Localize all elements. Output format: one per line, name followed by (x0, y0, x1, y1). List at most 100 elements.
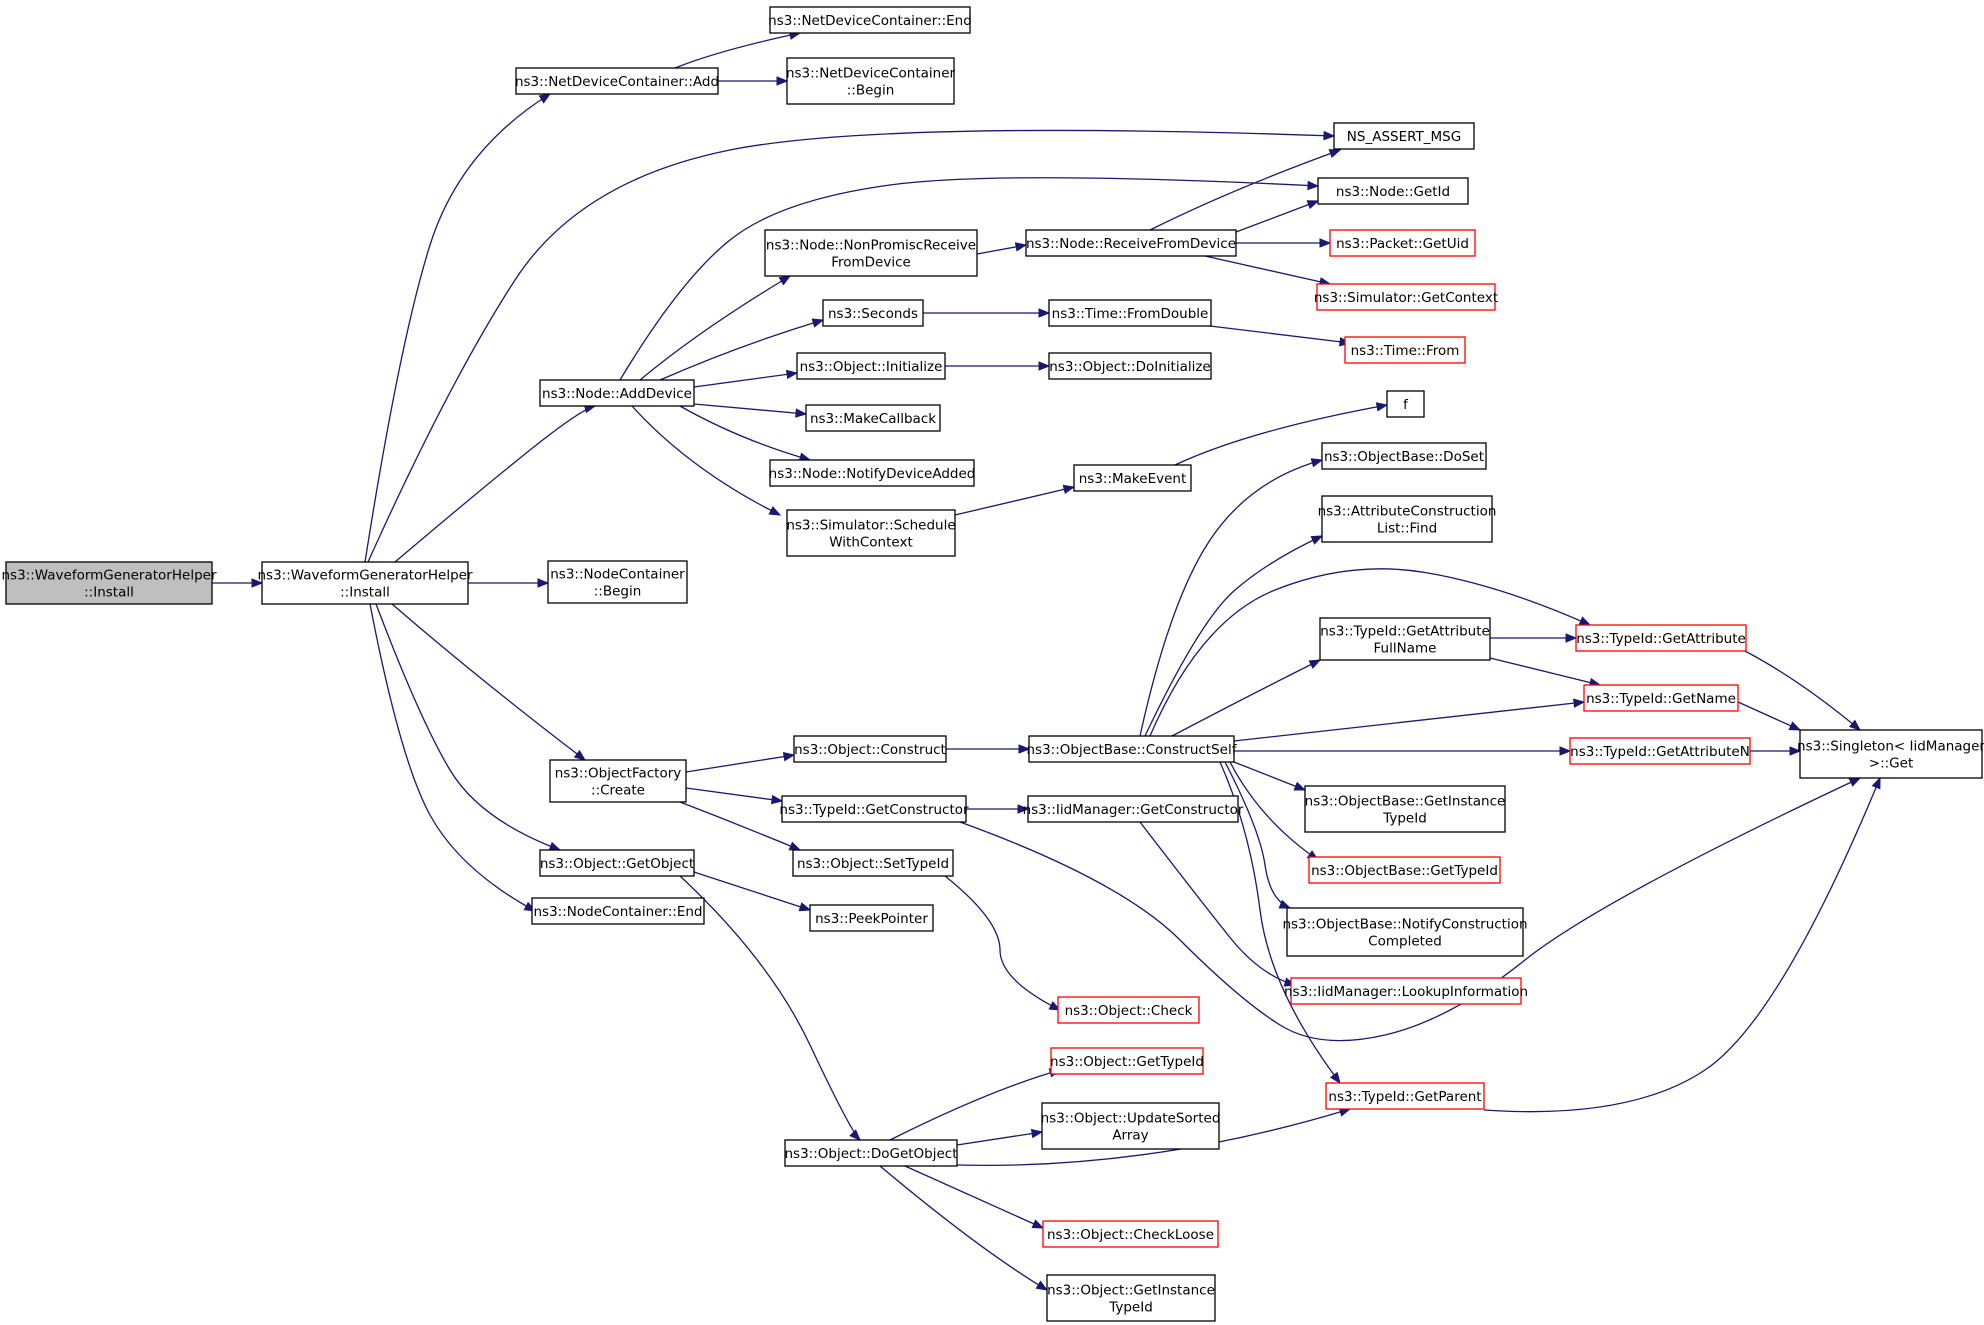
edge-line (693, 871, 811, 911)
function-node[interactable]: ns3::TypeId::GetAttributeN (1569, 737, 1751, 765)
function-node[interactable]: ns3::Packet::GetUid (1329, 229, 1476, 257)
function-node[interactable]: ns3::Object::DoInitialize (1048, 352, 1212, 380)
function-node[interactable]: ns3::Object::Construct (793, 735, 947, 763)
function-node[interactable]: ns3::NetDeviceContainer::Begin (786, 57, 956, 105)
edge-line (367, 129, 1335, 563)
function-node[interactable]: ns3::Node::NotifyDeviceAdded (769, 459, 976, 487)
function-node[interactable]: f (1386, 390, 1425, 418)
function-node[interactable]: ns3::Node::GetId (1317, 177, 1469, 205)
function-node[interactable]: ns3::ObjectBase::GetTypeId (1308, 856, 1501, 884)
node-label: ns3::Object::GetTypeId (1050, 1054, 1204, 1070)
call-edge (1224, 761, 1292, 909)
edge-line (659, 319, 824, 381)
function-node[interactable]: ns3::IidManager::LookupInformation (1284, 977, 1528, 1005)
node-label: ns3::TypeId::GetAttribute (1576, 631, 1746, 647)
node-box (1575, 624, 1747, 652)
node-label: ns3::Simulator::GetContext (1314, 290, 1498, 306)
call-edge (904, 1165, 1045, 1229)
node-label: ns3::NetDeviceContainer (786, 66, 956, 82)
node-label: ns3::Node::GetId (1336, 184, 1450, 200)
function-node[interactable]: ns3::PeekPointer (809, 904, 934, 932)
function-node[interactable]: ns3::ObjectBase::ConstructSelf (1027, 735, 1238, 763)
function-node[interactable]: ns3::Time::From (1344, 336, 1466, 364)
function-node[interactable]: ns3::TypeId::GetParent (1325, 1082, 1485, 1110)
function-node[interactable]: ns3::NodeContainer::Begin (547, 560, 688, 604)
function-node[interactable]: ns3::ObjectBase::DoSet (1321, 442, 1487, 470)
node-box (547, 560, 688, 604)
function-node[interactable]: NS_ASSERT_MSG (1333, 122, 1475, 150)
arrowhead (1038, 308, 1051, 318)
edge-line (1737, 701, 1801, 731)
arrowhead (1014, 242, 1028, 252)
arrowhead (1559, 746, 1572, 756)
node-box (1316, 283, 1496, 311)
node-box (515, 67, 719, 95)
arrowhead (1848, 777, 1862, 787)
call-edge (1149, 149, 1342, 231)
node-box (539, 849, 695, 877)
function-node[interactable]: ns3::Object::GetObject (539, 849, 695, 877)
function-node[interactable]: ns3::WaveformGeneratorHelper::Install (258, 561, 473, 605)
function-node[interactable]: ns3::TypeId::GetName (1583, 684, 1739, 712)
node-label: Completed (1368, 934, 1442, 950)
call-edge (619, 177, 1320, 381)
function-node[interactable]: ns3::NetDeviceContainer::Add (515, 67, 719, 95)
function-node[interactable]: ns3::Node::ReceiveFromDevice (1025, 229, 1237, 257)
function-node[interactable]: ns3::TypeId::GetAttribute (1575, 624, 1747, 652)
function-node[interactable]: ns3::MakeCallback (805, 404, 941, 432)
function-node[interactable]: ns3::Time::FromDouble (1048, 299, 1212, 327)
function-node[interactable]: ns3::Object::GetTypeId (1050, 1047, 1204, 1075)
arrowhead (785, 369, 799, 380)
arrowhead (1328, 149, 1342, 159)
function-node[interactable]: ns3::NetDeviceContainer::End (768, 6, 972, 34)
function-node[interactable]: ns3::Simulator::GetContext (1314, 283, 1498, 311)
edge-line (693, 372, 798, 388)
function-node[interactable]: ns3::MakeEvent (1073, 464, 1192, 492)
function-node[interactable]: ns3::Object::Check (1057, 996, 1200, 1024)
call-edge (1234, 746, 1572, 756)
node-box (1290, 977, 1522, 1005)
node-label: ns3::TypeId::GetAttribute (1320, 624, 1490, 640)
node-label: ns3::Node::NonPromiscReceive (766, 238, 976, 254)
node-box (261, 561, 469, 605)
node-label: ::Install (84, 585, 134, 601)
node-box (1048, 352, 1212, 380)
function-node[interactable]: ns3::Object::CheckLoose (1042, 1220, 1219, 1248)
arrowhead (1329, 1071, 1341, 1085)
node-label: ns3::Node::ReceiveFromDevice (1026, 236, 1236, 252)
function-node[interactable]: ns3::Singleton< IidManager >::Get (1797, 729, 1984, 779)
call-edge (659, 318, 825, 381)
function-node[interactable]: ns3::Object::SetTypeId (792, 849, 954, 877)
function-node[interactable]: ns3::NodeContainer::End (531, 897, 705, 925)
node-label: ns3::NodeContainer::End (534, 904, 703, 920)
node-box (822, 299, 924, 327)
edge-line (685, 754, 795, 773)
function-node[interactable]: ns3::Seconds (822, 299, 924, 327)
node-label: ns3::ObjectBase::ConstructSelf (1027, 742, 1238, 758)
function-node[interactable]: ns3::Object::Initialize (796, 352, 946, 380)
edge-line (364, 93, 551, 563)
edge-line (944, 875, 1061, 1011)
function-node[interactable]: ns3::Node::AddDevice (539, 379, 695, 407)
call-edge (685, 787, 784, 805)
call-edge (693, 369, 799, 388)
function-node[interactable]: ns3::Object::DoGetObject (784, 1139, 958, 1167)
function-node[interactable]: ns3::IidManager::GetConstructor (1023, 795, 1244, 823)
edge-line (954, 486, 1075, 516)
function-node[interactable]: ns3::TypeId::GetConstructor (779, 795, 969, 823)
arrowhead (1307, 180, 1320, 191)
node-box (1073, 464, 1192, 492)
function-node[interactable]: ns3::ObjectFactory::Create (549, 759, 687, 803)
edge-line (639, 275, 791, 381)
function-node[interactable]: ns3::ObjectBase::NotifyConstructionCompl… (1282, 907, 1528, 957)
edge-line (959, 777, 1861, 1042)
edge-line (375, 603, 561, 851)
call-edge (1204, 255, 1332, 287)
